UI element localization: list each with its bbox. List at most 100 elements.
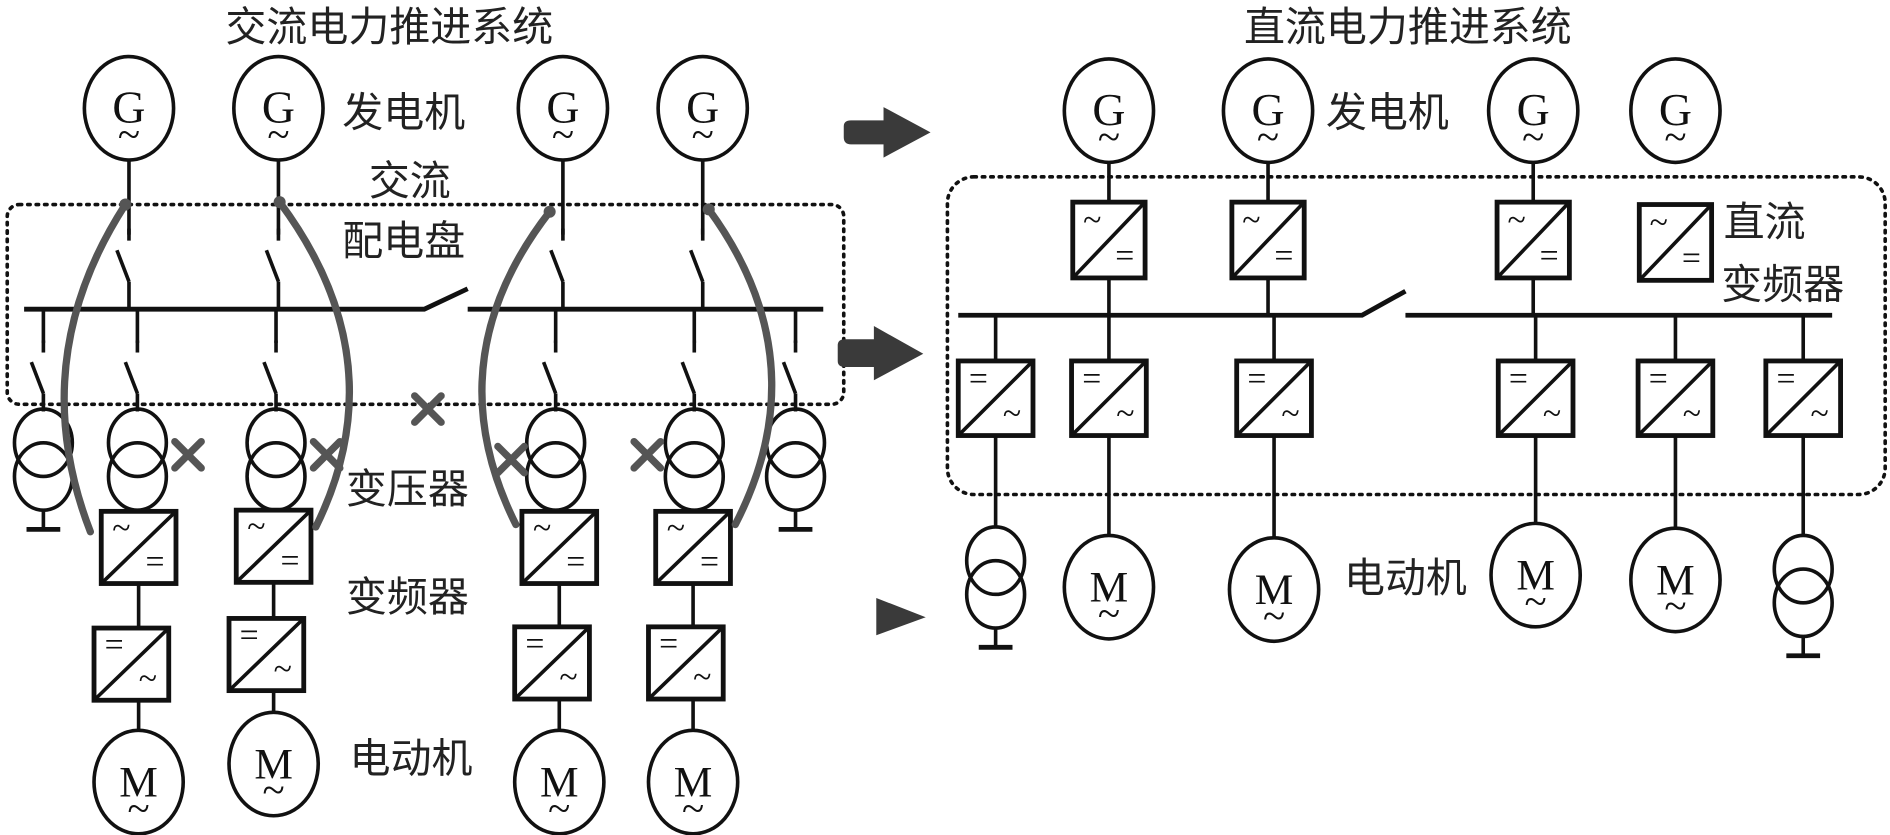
converter-diagonal — [647, 625, 725, 701]
highlight-arc — [60, 200, 129, 536]
inverter-symbol: =~ — [955, 358, 1036, 438]
generator-symbol: G~ — [1486, 57, 1580, 165]
generator-symbol: G~ — [1062, 57, 1156, 165]
dc-equals-icon: = — [240, 617, 259, 654]
dc-equals-icon: = — [146, 544, 165, 581]
motor-symbol: M~ — [512, 728, 606, 835]
arc-endpoint — [702, 203, 715, 216]
ac-tilde-icon: ~ — [1650, 204, 1668, 241]
generator-symbol: G~ — [656, 54, 750, 162]
transformer-symbol — [12, 407, 75, 532]
cross-icon — [309, 437, 344, 472]
motor-letter: M — [254, 740, 293, 788]
dc-equals-icon: = — [1247, 360, 1266, 397]
arc-endpoint — [119, 198, 132, 211]
wire — [549, 249, 565, 283]
highlight-arc — [705, 205, 776, 529]
ac-tilde-icon: ~ — [1525, 579, 1547, 624]
converter-diagonal — [1636, 359, 1715, 437]
arrow-icon — [843, 107, 931, 158]
cross-stroke — [494, 442, 528, 477]
highlight-arc — [478, 208, 554, 529]
inverter-symbol: =~ — [1763, 358, 1843, 438]
ac-motor-label: 电动机 — [350, 734, 473, 782]
rectifier-symbol: ~= — [1494, 199, 1572, 281]
dc-equals-icon: = — [1777, 360, 1796, 397]
inverter-symbol: =~ — [512, 624, 592, 702]
generator-symbol: G~ — [1629, 57, 1722, 165]
ac-tilde-icon: ~ — [1543, 395, 1561, 432]
ac-tilde-icon: ~ — [1098, 591, 1120, 636]
motor-letter: M — [1516, 552, 1555, 600]
dc-equals-icon: = — [659, 625, 678, 662]
inverter-symbol: =~ — [1234, 358, 1314, 438]
ac-tilde-icon: ~ — [1811, 395, 1829, 432]
dc-system: G~~=G~~=G~~=G~~==~=~M~=~M~=~M~=~M~=~ 发电机… — [945, 57, 1887, 659]
ac-tilde-icon: ~ — [274, 651, 292, 688]
generator-symbol: G~ — [516, 54, 610, 162]
motor-circle — [646, 728, 740, 835]
converter-diagonal — [513, 625, 591, 701]
motor-circle — [1062, 533, 1156, 641]
ac-tilde-icon: ~ — [693, 659, 711, 696]
dc-equals-icon: = — [969, 360, 988, 397]
ac-tilde-icon: ~ — [552, 112, 574, 157]
breaker-switch — [680, 340, 697, 412]
generator-letter: G — [546, 82, 579, 133]
rectifier-symbol: ~= — [98, 508, 179, 586]
converter-diagonal — [1764, 359, 1842, 437]
arc-endpoint — [543, 205, 556, 218]
motor-letter: M — [1090, 564, 1129, 612]
transformer-symbol — [1772, 533, 1834, 659]
dc-equals-icon: = — [1649, 360, 1668, 397]
motor-circle — [227, 710, 321, 818]
rectifier-symbol: ~= — [1229, 199, 1307, 281]
ac-tilde-icon: ~ — [1664, 584, 1686, 629]
dc-generator-label: 发电机 — [1326, 88, 1449, 136]
ac-tilde-icon: ~ — [112, 510, 130, 547]
motor-circle — [1629, 526, 1722, 634]
dc-equals-icon: = — [525, 625, 544, 662]
generator-symbol: G~ — [232, 54, 325, 162]
dc-equals-icon: = — [1540, 238, 1559, 275]
converter-diagonal — [99, 510, 178, 585]
motor-symbol: M~ — [227, 710, 321, 818]
ac-tilde-icon: ~ — [682, 786, 704, 831]
dc-equals-icon: = — [700, 544, 719, 581]
ac-tilde-icon: ~ — [692, 112, 714, 157]
transformer-winding — [663, 407, 726, 479]
transformer-winding — [1772, 533, 1834, 605]
ac-system-title: 交流电力推进系统 — [225, 3, 553, 51]
ac-tilde-icon: ~ — [548, 786, 570, 831]
converter-diagonal — [956, 359, 1035, 437]
ac-tilde-icon: ~ — [128, 786, 150, 831]
cross-stroke — [171, 437, 205, 472]
transformer-symbol — [245, 407, 307, 512]
converter-diagonal — [654, 510, 732, 585]
generator-letter: G — [1517, 84, 1550, 135]
ac-tilde-icon: ~ — [263, 768, 285, 813]
breaker-switch — [541, 340, 558, 412]
dc-converter-label-2: 变频器 — [1721, 260, 1844, 308]
transformer-symbol — [964, 525, 1027, 650]
transition-arrows — [837, 107, 931, 636]
transformer-symbol — [663, 407, 726, 512]
breaker-switch — [29, 340, 46, 412]
dc-converter-label-1: 直流 — [1724, 198, 1806, 246]
motor-symbol: M~ — [1489, 521, 1583, 629]
ac-tilde-icon: ~ — [1281, 395, 1299, 432]
dc-system-title: 直流电力推进系统 — [1244, 3, 1572, 51]
dc-equals-icon: = — [1115, 238, 1134, 275]
transformer-symbol — [764, 407, 827, 532]
transformer-winding — [964, 525, 1027, 597]
wire — [541, 361, 558, 395]
cross-stroke — [630, 437, 665, 472]
rectifier-symbol: ~= — [653, 508, 733, 586]
inverter-symbol: =~ — [1495, 358, 1576, 438]
transformer-winding — [245, 407, 307, 479]
ac-tilde-icon: ~ — [139, 660, 157, 697]
generator-letter: G — [1092, 84, 1125, 135]
dc-motor-label: 电动机 — [1344, 554, 1467, 602]
inverter-symbol: =~ — [1635, 358, 1716, 438]
ac-switchboard-label-2: 配电盘 — [342, 217, 465, 265]
